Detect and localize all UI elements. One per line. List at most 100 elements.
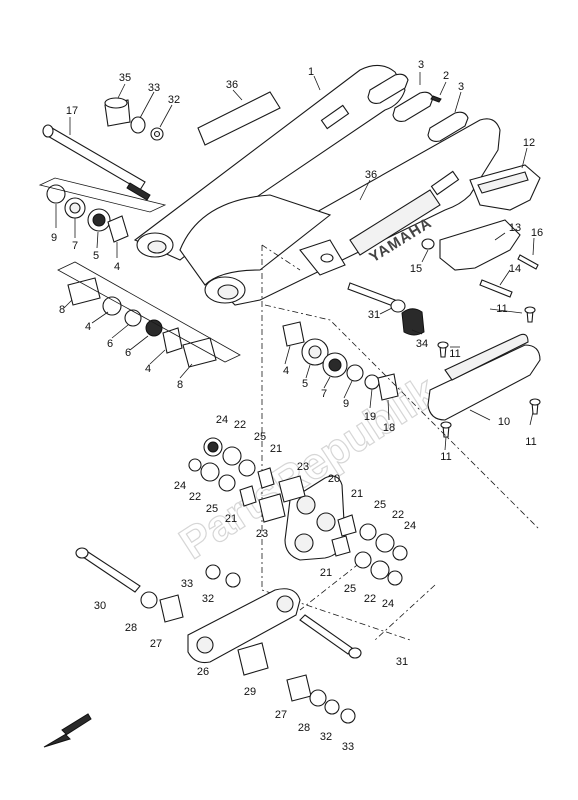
callout-4: 4 [85, 321, 91, 333]
callout-21: 21 [225, 513, 237, 525]
callout-23: 23 [297, 461, 309, 473]
leader-lines [55, 72, 535, 451]
callout-8: 8 [177, 379, 183, 391]
callout-1: 1 [308, 66, 314, 78]
callout-4: 4 [114, 261, 120, 273]
callout-5: 5 [93, 250, 99, 262]
pivot-shaft-17 [42, 124, 151, 201]
callout-18: 18 [383, 422, 395, 434]
chain-puller-parts [367, 73, 469, 142]
callout-13: 13 [509, 222, 521, 234]
chain-guide-10 [427, 333, 541, 421]
callout-33: 33 [342, 741, 354, 753]
callout-4: 4 [145, 363, 151, 375]
callout-22: 22 [189, 491, 201, 503]
bolt-16 [517, 254, 539, 270]
callout-14: 14 [509, 263, 521, 275]
bracket-13 [439, 219, 521, 271]
callout-22: 22 [392, 509, 404, 521]
callout-27: 27 [150, 638, 162, 650]
linkage-small-parts [140, 564, 356, 724]
callout-24: 24 [382, 598, 394, 610]
bolts-11 [437, 306, 541, 438]
callout-25: 25 [254, 431, 266, 443]
callout-28: 28 [298, 722, 310, 734]
assembly-line-5 [374, 584, 436, 641]
callout-4: 4 [283, 365, 289, 377]
callout-23: 23 [256, 528, 268, 540]
callout-9: 9 [343, 398, 349, 410]
callout-30: 30 [94, 600, 106, 612]
relay-bearing-set [188, 437, 408, 586]
callout-2: 2 [443, 70, 449, 82]
swingarm-part: YAMAHA [133, 64, 501, 306]
right-bearing-stack [282, 321, 399, 401]
assembly-line-3 [261, 244, 301, 271]
left-stack-outline-lower [57, 261, 241, 363]
collar-nut-washer-top [104, 97, 164, 141]
bolt-14 [479, 279, 513, 298]
chain-tensioner-12 [469, 164, 541, 211]
callout-33: 33 [181, 578, 193, 590]
cap-34 [401, 308, 425, 336]
assembly-line-2 [264, 304, 541, 531]
callout-16: 16 [531, 227, 543, 239]
callout-32: 32 [202, 593, 214, 605]
callout-8: 8 [59, 304, 65, 316]
left-stack-outline-upper [38, 177, 167, 213]
assembly-line-1 [261, 245, 411, 641]
callout-36: 36 [226, 79, 238, 91]
callout-22: 22 [234, 419, 246, 431]
callout-25: 25 [206, 503, 218, 515]
callout-34: 34 [416, 338, 428, 350]
callout-36: 36 [365, 169, 377, 181]
callout-12: 12 [523, 137, 535, 149]
callout-20: 20 [328, 473, 340, 485]
callout-3: 3 [418, 59, 424, 71]
callout-19: 19 [364, 411, 376, 423]
callout-7: 7 [72, 240, 78, 252]
callout-35: 35 [119, 72, 131, 84]
callout-5: 5 [302, 378, 308, 390]
callout-11: 11 [525, 436, 536, 448]
callout-24: 24 [216, 414, 228, 426]
callout-22: 22 [364, 593, 376, 605]
front-direction-arrow-icon [43, 713, 92, 748]
callout-25: 25 [374, 499, 386, 511]
callout-24: 24 [404, 520, 416, 532]
callout-21: 21 [270, 443, 282, 455]
callout-7: 7 [321, 388, 327, 400]
callout-6: 6 [107, 338, 113, 350]
callout-32: 32 [320, 731, 332, 743]
bolt-31-lower [299, 614, 362, 659]
callout-11: 11 [440, 451, 451, 463]
callout-29: 29 [244, 686, 256, 698]
left-bearing-stack [46, 184, 217, 368]
callout-28: 28 [125, 622, 137, 634]
callout-21: 21 [320, 567, 332, 579]
callout-31: 31 [396, 656, 408, 668]
callout-31: 31 [368, 309, 380, 321]
callout-numbers: 1 2 3 3 35 33 32 36 36 17 12 13 16 15 14… [51, 59, 543, 753]
callout-27: 27 [275, 709, 287, 721]
nut-15 [421, 238, 435, 250]
callout-9: 9 [51, 232, 57, 244]
decal-36-upper [197, 91, 281, 146]
callout-32: 32 [168, 94, 180, 106]
callout-17: 17 [66, 105, 78, 117]
callout-6: 6 [125, 347, 131, 359]
callout-10: 10 [498, 416, 510, 428]
callout-11: 11 [449, 348, 460, 360]
callout-15: 15 [410, 263, 422, 275]
callout-11: 11 [496, 303, 507, 315]
callout-21: 21 [351, 488, 363, 500]
connecting-rod-26 [187, 588, 301, 664]
callout-26: 26 [197, 666, 209, 678]
callout-33: 33 [148, 82, 160, 94]
callout-25: 25 [344, 583, 356, 595]
bolt-30 [75, 547, 141, 593]
bolt-31-upper [347, 282, 396, 307]
callout-3: 3 [458, 81, 464, 93]
callout-24: 24 [174, 480, 186, 492]
